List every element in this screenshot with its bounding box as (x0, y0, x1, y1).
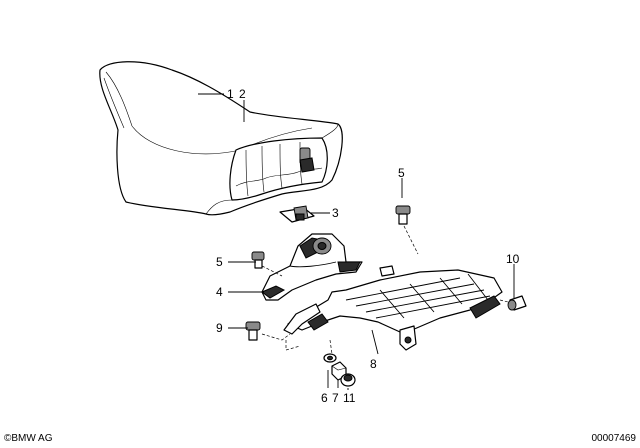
callout-3: 3 (332, 206, 339, 220)
bushing-part-10 (499, 295, 527, 311)
image-number: 00007469 (592, 433, 637, 444)
seat (99, 61, 343, 216)
callout-10: 10 (506, 252, 520, 266)
callout-1: 1 (227, 87, 234, 101)
bmw-logo-text: ©BMW AG (4, 433, 53, 444)
callout-2: 2 (239, 87, 246, 101)
assembly-line-center (329, 339, 333, 355)
mounting-bracket-part-4 (261, 233, 363, 301)
callout-11: 11 (343, 391, 356, 405)
screw-part-5-lower (251, 251, 283, 277)
callout-9: 9 (216, 321, 223, 335)
screw-part-9 (245, 321, 301, 351)
cap-part-11 (340, 373, 356, 387)
callout-5-upper: 5 (398, 166, 405, 180)
callout-6: 6 (321, 391, 328, 405)
luggage-rack-part-8 (283, 265, 503, 351)
washer-part-6 (323, 353, 337, 363)
leader-lines (198, 93, 515, 390)
callout-4: 4 (216, 285, 223, 299)
bracket-part-3 (279, 205, 315, 223)
screw-part-5-upper (395, 205, 419, 255)
callout-5-lower: 5 (216, 255, 223, 269)
callout-7: 7 (332, 391, 339, 405)
callout-8: 8 (370, 357, 377, 371)
